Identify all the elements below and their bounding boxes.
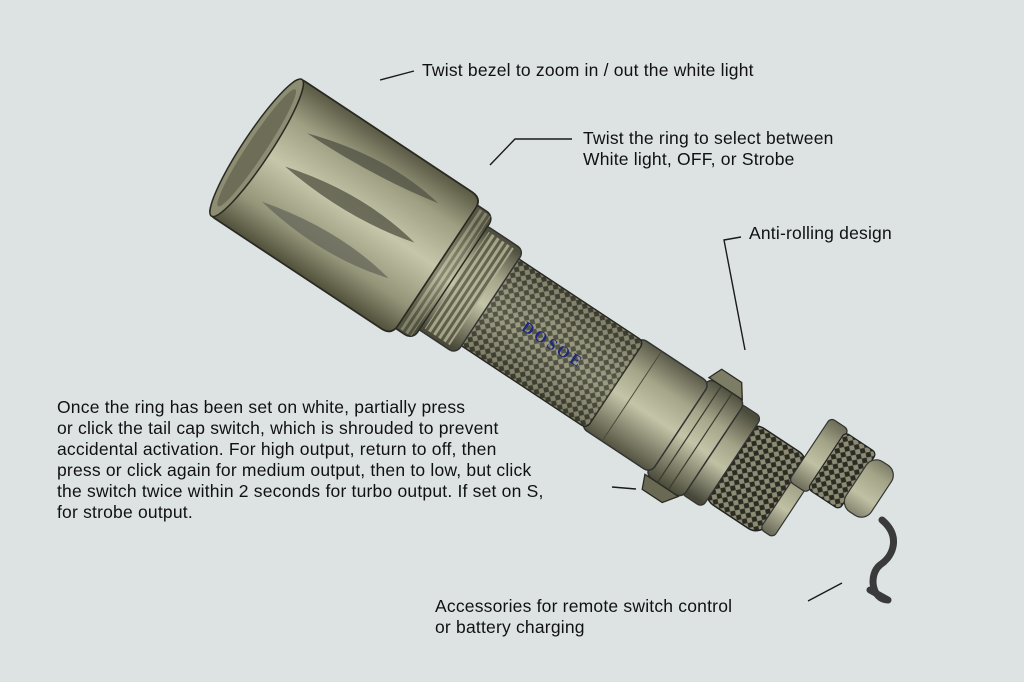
instructions-line: for strobe output. bbox=[57, 502, 193, 522]
leader-accessories bbox=[807, 582, 843, 602]
instructions-line: Once the ring has been set on white, par… bbox=[57, 397, 466, 417]
callout-ring-line: White light, OFF, or Strobe bbox=[583, 149, 795, 169]
leader-bezel bbox=[379, 70, 415, 81]
callout-accessories: Accessories for remote switch control or… bbox=[435, 596, 732, 638]
accessory-tail-cap bbox=[789, 418, 894, 518]
leader-anti-rolling bbox=[723, 236, 746, 351]
callout-bezel: Twist bezel to zoom in / out the white l… bbox=[422, 60, 754, 80]
leader-instructions bbox=[611, 486, 637, 490]
leader-ring bbox=[489, 138, 572, 166]
callout-instructions: Once the ring has been set on white, par… bbox=[57, 397, 544, 523]
instructions-line: accidental activation. For high output, … bbox=[57, 439, 497, 459]
callout-anti-rolling: Anti-rolling design bbox=[749, 223, 892, 243]
callout-ring: Twist the ring to select between White l… bbox=[583, 128, 834, 170]
accessory-cable bbox=[866, 516, 897, 604]
instructions-line: press or click again for medium output, … bbox=[57, 460, 532, 480]
anti-roll-collar bbox=[641, 368, 744, 504]
instructions-line: the switch twice within 2 seconds for tu… bbox=[57, 481, 544, 501]
leader-lines bbox=[379, 70, 843, 602]
callout-ring-line: Twist the ring to select between bbox=[583, 128, 834, 148]
flashlight-main-body: DOSOE bbox=[209, 78, 817, 537]
tail-cap bbox=[682, 404, 817, 537]
instructions-line: or click the tail cap switch, which is s… bbox=[57, 418, 499, 438]
accessories-line: or battery charging bbox=[435, 617, 585, 637]
zoom-bezel bbox=[209, 78, 479, 333]
accessories-line: Accessories for remote switch control bbox=[435, 596, 733, 616]
